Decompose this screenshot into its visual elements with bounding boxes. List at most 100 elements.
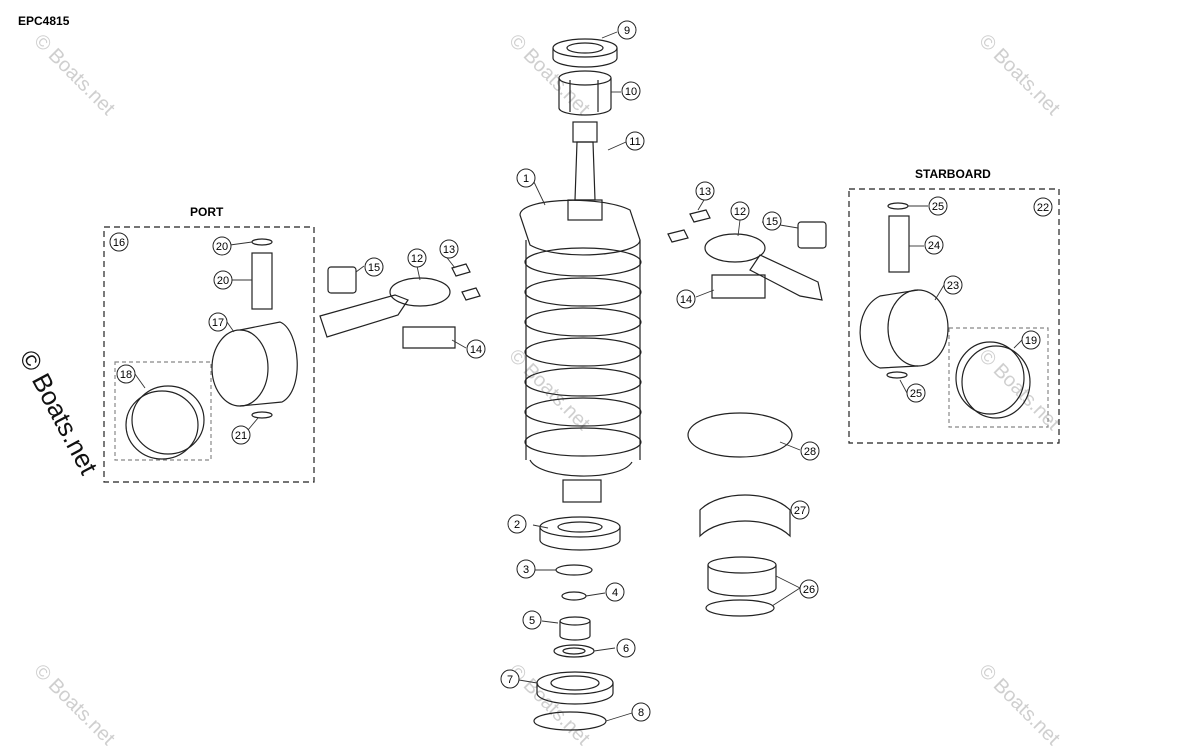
svg-text:8: 8 bbox=[638, 707, 644, 719]
needle-bearing-14-starboard bbox=[711, 274, 766, 299]
svg-text:15: 15 bbox=[368, 262, 380, 274]
svg-text:14: 14 bbox=[470, 344, 482, 356]
callout-18: 18 bbox=[116, 364, 136, 384]
callout-6: 6 bbox=[616, 638, 636, 658]
svg-text:7: 7 bbox=[507, 674, 513, 686]
starboard-label: STARBOARD bbox=[915, 167, 991, 181]
ring-3 bbox=[555, 564, 593, 576]
svg-text:6: 6 bbox=[623, 643, 629, 655]
callout-21: 22 bbox=[1033, 197, 1053, 217]
bearing-27 bbox=[699, 494, 791, 538]
svg-text:2: 2 bbox=[514, 519, 520, 531]
bearing-10 bbox=[558, 70, 612, 116]
callout-20-top: 20 bbox=[212, 236, 232, 256]
svg-text:1: 1 bbox=[523, 173, 529, 185]
clip-20-port-bottom bbox=[251, 411, 273, 419]
svg-text:12: 12 bbox=[411, 253, 423, 265]
callout-15-starboard: 15 bbox=[762, 211, 782, 231]
needle-bearing-14-port bbox=[402, 326, 456, 349]
svg-text:16: 16 bbox=[113, 237, 125, 249]
piston-ring-23-b bbox=[961, 345, 1031, 419]
callout-15-port: 15 bbox=[364, 257, 384, 277]
sleeve-26 bbox=[707, 556, 777, 597]
clip-25-bottom bbox=[886, 371, 908, 379]
ring-26 bbox=[705, 599, 775, 617]
callout-4: 4 bbox=[605, 582, 625, 602]
callout-3: 3 bbox=[516, 559, 536, 579]
callout-28: 28 bbox=[800, 441, 820, 461]
svg-text:12: 12 bbox=[734, 206, 746, 218]
callout-13-port: 13 bbox=[439, 239, 459, 259]
svg-text:25: 25 bbox=[932, 201, 944, 213]
o-ring-28 bbox=[687, 412, 793, 458]
piston-22-starboard bbox=[859, 289, 949, 369]
rod-big-end-port bbox=[389, 277, 451, 307]
svg-text:25: 25 bbox=[910, 388, 922, 400]
piston-ring-18-a bbox=[131, 385, 205, 455]
connecting-rod-12-starboard bbox=[749, 254, 823, 301]
svg-text:22: 22 bbox=[1037, 202, 1049, 214]
piston-pin-24 bbox=[888, 215, 910, 273]
callout-1: 1 bbox=[516, 168, 536, 188]
svg-text:27: 27 bbox=[794, 505, 806, 517]
bearing-2 bbox=[539, 516, 621, 551]
o-ring-8 bbox=[533, 711, 607, 731]
callout-23: 19 bbox=[1021, 330, 1041, 350]
svg-text:10: 10 bbox=[625, 86, 637, 98]
clip-20-port-top bbox=[251, 238, 273, 246]
diagram-code: EPC4815 bbox=[18, 14, 70, 28]
piston-ring-23-a bbox=[955, 341, 1025, 415]
svg-text:15: 15 bbox=[766, 216, 778, 228]
sleeve-5 bbox=[559, 616, 591, 641]
callout-24: 24 bbox=[924, 235, 944, 255]
svg-text:13: 13 bbox=[443, 244, 455, 256]
svg-text:24: 24 bbox=[928, 240, 940, 252]
callout-11: 11 bbox=[625, 131, 645, 151]
svg-text:4: 4 bbox=[612, 587, 618, 599]
callout-16: 16 bbox=[109, 232, 129, 252]
callout-7: 7 bbox=[500, 669, 520, 689]
svg-text:26: 26 bbox=[803, 584, 815, 596]
piston-pin-19-port bbox=[251, 252, 273, 310]
callout-19: 20 bbox=[213, 270, 233, 290]
crankshaft-1 bbox=[519, 121, 642, 503]
starboard-ring-box bbox=[948, 327, 1049, 428]
ring-4 bbox=[561, 591, 587, 601]
svg-text:13: 13 bbox=[699, 186, 711, 198]
svg-text:11: 11 bbox=[629, 136, 640, 148]
callout-5: 5 bbox=[522, 610, 542, 630]
seal-9 bbox=[552, 38, 618, 68]
piston-17-port bbox=[211, 321, 298, 407]
piston-ring-18-b bbox=[125, 390, 199, 460]
callout-17: 17 bbox=[208, 312, 228, 332]
callout-27: 27 bbox=[790, 500, 810, 520]
clip-25-top bbox=[887, 202, 909, 210]
bearing-7 bbox=[536, 671, 614, 705]
svg-text:3: 3 bbox=[523, 564, 529, 576]
callout-10: 10 bbox=[621, 81, 641, 101]
svg-text:5: 5 bbox=[529, 615, 535, 627]
callout-14-port: 14 bbox=[466, 339, 486, 359]
callout-25-top: 25 bbox=[928, 196, 948, 216]
svg-text:28: 28 bbox=[804, 446, 816, 458]
callout-14-starboard: 14 bbox=[676, 289, 696, 309]
svg-text:14: 14 bbox=[680, 294, 692, 306]
needle-bearing-15-starboard bbox=[797, 221, 827, 249]
rod-bolts-13-port bbox=[451, 263, 481, 301]
callout-12-starboard: 12 bbox=[730, 201, 750, 221]
port-label: PORT bbox=[190, 205, 224, 219]
callout-25-bottom: 25 bbox=[906, 383, 926, 403]
svg-text:18: 18 bbox=[120, 369, 132, 381]
callout-26: 26 bbox=[799, 579, 819, 599]
seal-6 bbox=[553, 644, 595, 658]
svg-text:20: 20 bbox=[217, 275, 229, 287]
callout-8: 8 bbox=[631, 702, 651, 722]
rod-bolts-13-starboard bbox=[667, 209, 711, 243]
callout-2: 2 bbox=[507, 514, 527, 534]
svg-text:17: 17 bbox=[212, 317, 224, 329]
needle-bearing-15-port bbox=[327, 266, 357, 294]
svg-text:23: 23 bbox=[947, 280, 959, 292]
callout-9: 9 bbox=[617, 20, 637, 40]
